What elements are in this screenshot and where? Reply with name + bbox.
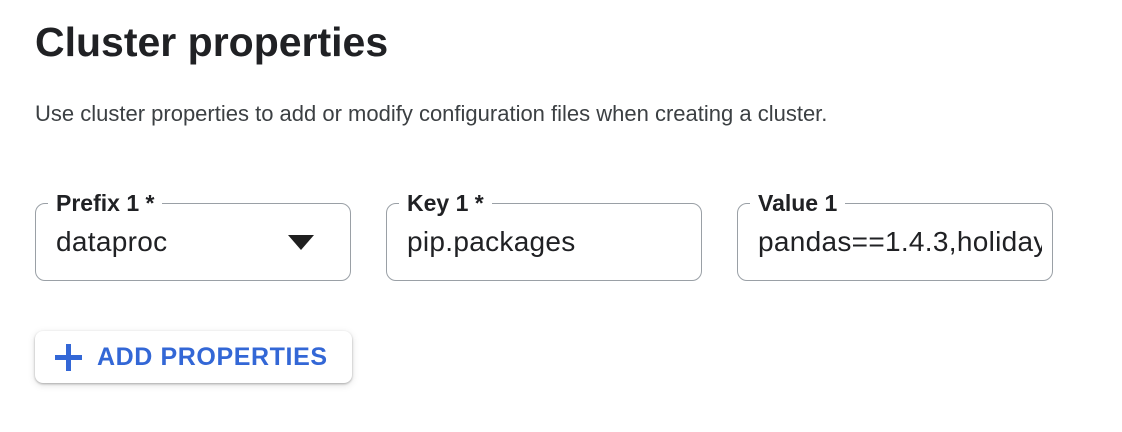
page-description: Use cluster properties to add or modify …: [35, 101, 828, 126]
add-properties-button[interactable]: ADD PROPERTIES: [35, 331, 352, 383]
add-properties-button-label: ADD PROPERTIES: [97, 342, 328, 371]
value-input-wrap: [738, 219, 1052, 265]
prefix-select[interactable]: dataproc: [36, 219, 350, 265]
key-input-wrap: [387, 219, 701, 265]
prefix-selected-value: dataproc: [56, 226, 168, 257]
key-field-label: Key 1 *: [407, 190, 484, 216]
key-input[interactable]: [407, 226, 691, 258]
key-field: Key 1 *: [386, 190, 702, 281]
page-title: Cluster properties: [35, 19, 389, 65]
plus-icon: [55, 343, 82, 371]
caret-down-icon[interactable]: [288, 234, 314, 250]
value-input[interactable]: [758, 226, 1042, 258]
property-row: Prefix 1 * dataproc Key 1 * Value 1: [35, 190, 1122, 281]
value-field-label: Value 1: [758, 190, 838, 216]
prefix-field-label: Prefix 1 *: [56, 190, 155, 216]
prefix-field: Prefix 1 * dataproc: [35, 190, 351, 281]
value-field: Value 1: [737, 190, 1053, 281]
